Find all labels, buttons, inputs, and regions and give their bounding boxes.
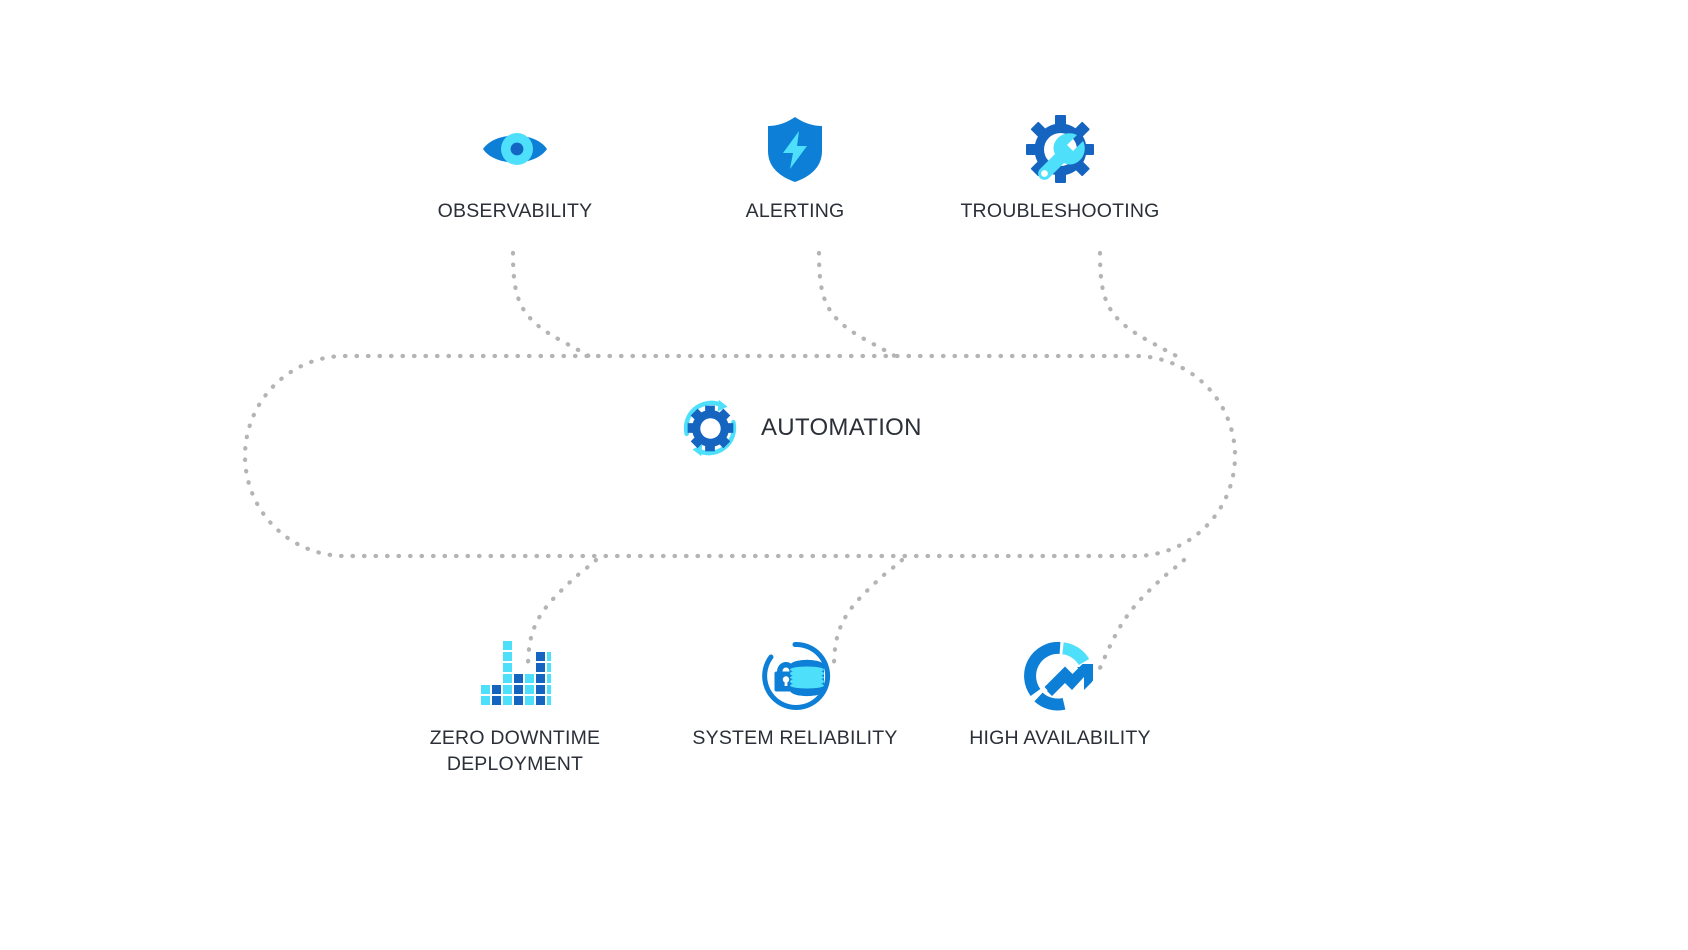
- node-label: SYSTEM RELIABILITY: [692, 727, 898, 749]
- pixel-bar-chart-icon: [481, 641, 551, 705]
- eye-icon: [483, 133, 547, 165]
- database-stack: [790, 659, 824, 697]
- node-zero-downtime[interactable]: ZERO DOWNTIME DEPLOYMENT: [385, 640, 645, 777]
- database-lock-icon: [762, 641, 831, 710]
- connector-alerting: [816, 250, 901, 361]
- donut-trend-arrow-icon: [1024, 641, 1093, 711]
- node-label: ZERO DOWNTIME DEPLOYMENT: [429, 727, 601, 775]
- shield-bolt-icon: [768, 117, 822, 182]
- node-label: OBSERVABILITY: [437, 200, 593, 222]
- node-system-reliability[interactable]: SYSTEM RELIABILITY: [665, 640, 925, 752]
- node-alerting[interactable]: ALERTING: [665, 113, 925, 225]
- node-label: AUTOMATION: [761, 414, 922, 442]
- node-label: TROUBLESHOOTING: [960, 200, 1160, 222]
- node-troubleshooting[interactable]: TROUBLESHOOTING: [930, 113, 1190, 225]
- node-label: HIGH AVAILABILITY: [969, 727, 1151, 749]
- node-observability[interactable]: OBSERVABILITY: [385, 113, 645, 225]
- node-high-availability[interactable]: HIGH AVAILABILITY: [930, 640, 1190, 752]
- connector-troubleshooting: [1097, 250, 1183, 361]
- node-label: ALERTING: [745, 200, 845, 222]
- gear-refresh-icon: [683, 399, 737, 457]
- gear-wrench-icon: [1026, 115, 1094, 183]
- node-automation[interactable]: AUTOMATION: [675, 393, 922, 463]
- connector-observability: [510, 250, 595, 361]
